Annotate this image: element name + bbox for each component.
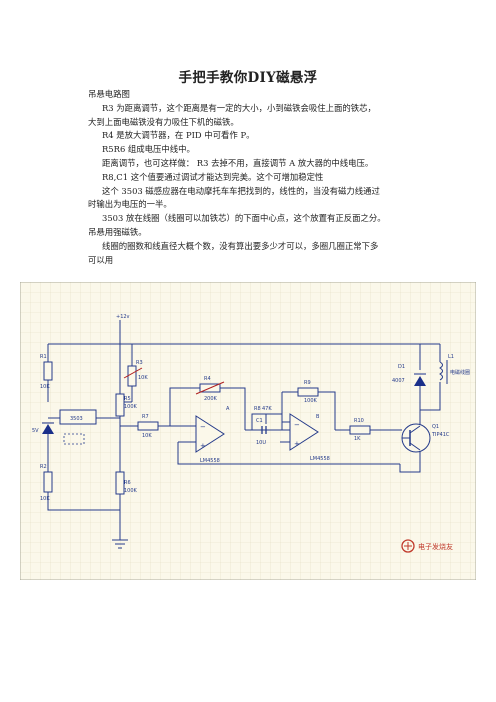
q1-label: Q1 — [432, 424, 439, 430]
page-title: 手把手教你DIY磁悬浮 — [178, 70, 318, 86]
hall-sensor-3503 — [59, 409, 97, 425]
paragraph: 时输出为电压的一半。 — [88, 199, 172, 210]
article-body: 吊悬电路图 R3 为距离调节，这个距离是有一定的大小，小到磁铁会吸住上面的铁芯，… — [88, 88, 424, 267]
r6-label: R6 — [124, 480, 131, 486]
r1-label: R1 — [40, 354, 47, 360]
resistor-r9 — [297, 387, 319, 397]
paragraph: R4 是放大调节器，在 PID 中可看作 P。 — [102, 130, 255, 141]
r1-value: 10K — [40, 384, 50, 390]
r2-value: 10K — [40, 496, 50, 502]
r6-value: 100K — [124, 488, 138, 494]
opamp-b-minus: − — [294, 421, 300, 429]
paragraph: 可以用 — [88, 254, 114, 265]
watermark-logo: 电子发烧友 — [401, 539, 453, 553]
coil-l1 — [439, 361, 443, 381]
supply-label: +12v — [116, 314, 130, 320]
r4-value: 200K — [204, 396, 218, 402]
r10-value: 1K — [354, 436, 361, 442]
r7-value: 10K — [142, 433, 152, 439]
r10-label: R10 — [354, 418, 364, 424]
resistor-r10 — [349, 425, 371, 435]
paragraph: 距离调节，也可这样做： R3 去掉不用，直接调节 A 放大器的中线电压。 — [102, 157, 374, 168]
zener-label: 5V — [32, 428, 39, 434]
zener-diode — [42, 422, 54, 434]
pot-arrow-r3 — [123, 367, 143, 379]
wires — [47, 320, 441, 549]
l1-label: L1 — [448, 354, 454, 360]
resistor-r1 — [43, 361, 53, 381]
r8-value: 47K — [262, 406, 272, 412]
paragraph: 大到上面电磁铁没有力吸住下机的磁铁。 — [88, 116, 239, 127]
paragraph: 3503 放在线圈（线圈可以加铁芯）的下面中心点，这个放置有正反面之分。 — [102, 213, 386, 224]
resistor-r2 — [43, 471, 53, 493]
circuit-schematic: − + − + +12v R1 10K R2 10K R3 10K R5 100… — [19, 281, 477, 581]
r3-value: 10K — [138, 375, 148, 381]
opamp-a-label: A — [226, 406, 230, 412]
opamp-a-plus: + — [200, 442, 206, 450]
opamp-b-model: LM4558 — [310, 456, 330, 462]
r5-value: 100K — [124, 404, 138, 410]
r4-label: R4 — [204, 376, 211, 382]
l1-value: 电磁线圈 — [450, 369, 470, 376]
paragraph: R3 为距离调节，这个距离是有一定的大小，小到磁铁会吸住上面的铁芯， — [102, 102, 376, 113]
opamp-a-model: LM4558 — [200, 458, 220, 464]
capacitor-c1 — [261, 426, 267, 434]
d1-label: D1 — [398, 364, 405, 370]
r9-label: R9 — [304, 380, 311, 386]
resistor-r5 — [115, 393, 125, 417]
paragraph: 吊悬电路图 — [88, 89, 130, 99]
q1-value: TIP41C — [431, 432, 450, 438]
c1-label: C1 — [256, 418, 263, 424]
paragraph: 线圈的圈数和线直径大概个数，没有算出要多少才可以，多圈几圈正常下多 — [102, 240, 379, 251]
opamp-b — [289, 413, 319, 451]
paragraph: 吊悬用强磁铁。 — [88, 226, 147, 237]
pot-arrow-r4 — [195, 381, 225, 395]
paragraph: 这个 3503 磁感应器在电动摩托车车把找到的，线性的，当没有磁力线通过 — [102, 185, 380, 196]
paragraph: R5R6 组成电压中线中。 — [102, 144, 195, 155]
r5-label: R5 — [124, 396, 131, 402]
opamp-b-label: B — [316, 414, 320, 420]
resistor-r3 — [127, 365, 137, 387]
r3-label: R3 — [136, 360, 143, 366]
watermark-text: 电子发烧友 — [418, 542, 453, 551]
hall-label: 3503 — [70, 416, 83, 422]
resistor-r6 — [115, 471, 125, 495]
d1-value: 4007 — [392, 378, 405, 384]
resistor-r7 — [137, 421, 159, 431]
paragraph: R8,C1 这个值要通过调试才能达到完美。这个可增加稳定性 — [102, 171, 324, 182]
r9-value: 100K — [304, 398, 318, 404]
opamp-b-plus: + — [294, 440, 300, 448]
schematic-grid — [19, 281, 477, 581]
r2-label: R2 — [40, 464, 47, 470]
sensor-body — [63, 433, 85, 445]
r7-label: R7 — [142, 414, 149, 420]
opamp-a-minus: − — [200, 423, 206, 431]
r8-label: R8 — [254, 406, 261, 412]
opamp-a — [195, 415, 225, 453]
c1-value: 10U — [256, 440, 266, 446]
diode-d1 — [414, 376, 426, 386]
